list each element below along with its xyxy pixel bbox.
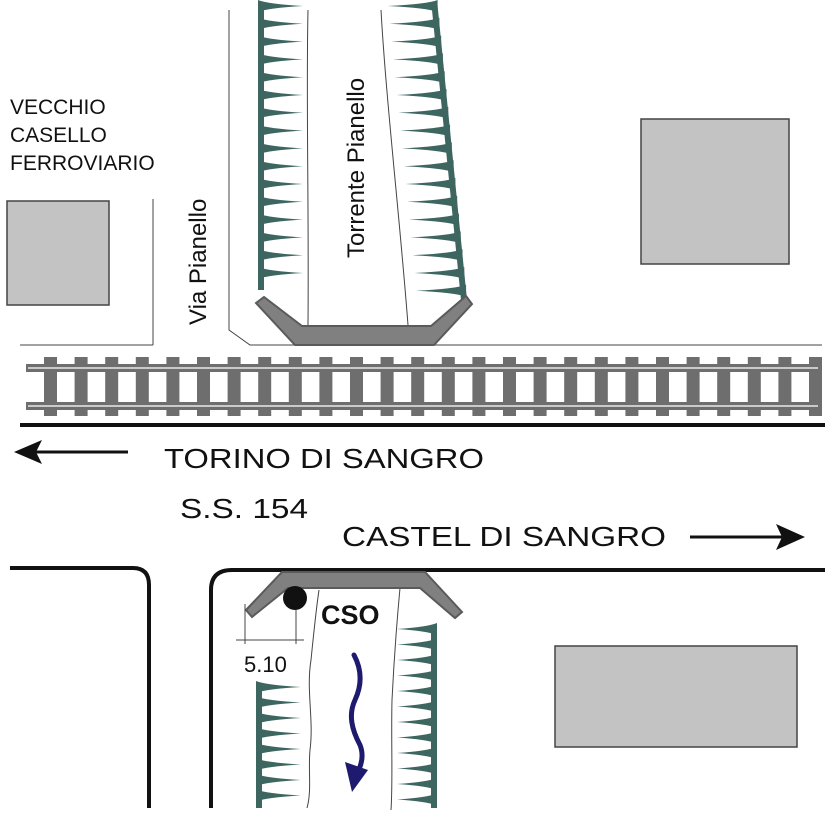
vegetation-tooth bbox=[394, 71, 445, 84]
vegetation-tooth bbox=[256, 789, 301, 802]
stream-bank-east-north bbox=[380, 9, 409, 326]
stream-bank-east-south bbox=[390, 587, 401, 811]
vegetation-tooth bbox=[397, 685, 437, 697]
vegetation-tooth bbox=[397, 716, 437, 728]
vegetation-tooth bbox=[408, 213, 459, 226]
vegetation-tooth bbox=[258, 71, 303, 84]
vegetation-northeast bbox=[387, 0, 467, 300]
vegetation-tooth bbox=[256, 743, 301, 755]
vegetation-tooth bbox=[396, 89, 447, 101]
vegetation-tooth bbox=[258, 231, 303, 244]
vegetation-tooth bbox=[256, 696, 301, 709]
vegetation-tooth bbox=[258, 195, 303, 208]
road-edge-south-east bbox=[209, 568, 825, 808]
vegetation-tooth bbox=[258, 89, 303, 101]
vegetation-tooth bbox=[258, 160, 303, 173]
vegetation-tooth bbox=[256, 681, 301, 693]
vegetation-tooth bbox=[258, 53, 303, 66]
road-edge-south-west bbox=[10, 566, 151, 808]
old-station-label-line3: FERROVIARIO bbox=[10, 152, 155, 175]
vegetation-tooth bbox=[391, 35, 442, 48]
vegetation-tooth bbox=[403, 160, 454, 173]
building-old-station bbox=[6, 200, 110, 306]
dimension-label: 5.10 bbox=[244, 652, 287, 677]
vegetation-tooth bbox=[258, 17, 303, 30]
vegetation-tooth bbox=[397, 700, 437, 713]
vegetation-tooth bbox=[258, 249, 303, 262]
vegetation-tooth bbox=[256, 712, 301, 724]
stream-bank-west-south bbox=[306, 589, 320, 809]
vegetation-tooth bbox=[397, 623, 437, 635]
vegetation-tooth bbox=[258, 0, 303, 12]
vegetation-tooth bbox=[397, 747, 437, 759]
arrow-right-icon bbox=[690, 524, 805, 550]
vegetation-tooth bbox=[397, 778, 437, 790]
street-label: Via Pianello bbox=[185, 199, 212, 325]
stream-label: Torrente Pianello bbox=[343, 78, 370, 258]
flow-direction-icon bbox=[345, 652, 368, 792]
building-northeast bbox=[640, 118, 790, 265]
arrow-left-icon bbox=[14, 440, 128, 464]
vegetation-tooth bbox=[387, 0, 438, 12]
direction-west-label: TORINO DI SANGRO bbox=[164, 443, 484, 474]
vegetation-tooth bbox=[389, 17, 440, 30]
vegetation-tooth bbox=[256, 758, 301, 771]
bridge-south bbox=[244, 571, 464, 620]
vegetation-tooth bbox=[398, 106, 449, 119]
vegetation-northwest bbox=[258, 0, 303, 290]
vegetation-tooth bbox=[397, 654, 437, 666]
building-southeast bbox=[554, 645, 798, 748]
cso-point bbox=[283, 586, 307, 610]
vegetation-tooth bbox=[258, 35, 303, 48]
vegetation-tooth bbox=[400, 124, 451, 137]
vegetation-tooth bbox=[397, 638, 437, 651]
old-station-label-line1: VECCHIO bbox=[10, 96, 106, 119]
vegetation-tooth bbox=[397, 762, 437, 775]
vegetation-tooth bbox=[258, 178, 303, 190]
dimension-marker bbox=[236, 604, 304, 644]
vegetation-tooth bbox=[407, 195, 458, 208]
vegetation-tooth bbox=[397, 793, 437, 806]
vegetation-tooth bbox=[256, 727, 301, 740]
vegetation-tooth bbox=[414, 267, 465, 279]
vegetation-tooth bbox=[405, 178, 456, 190]
vegetation-tooth bbox=[256, 774, 301, 786]
vegetation-tooth bbox=[412, 249, 463, 262]
bridge-north bbox=[254, 294, 474, 346]
vegetation-tooth bbox=[258, 106, 303, 119]
vegetation-tooth bbox=[401, 142, 452, 155]
vegetation-tooth bbox=[392, 53, 443, 66]
vegetation-tooth bbox=[397, 669, 437, 682]
vegetation-tooth bbox=[258, 142, 303, 155]
old-station-label-line2: CASELLO bbox=[10, 124, 107, 147]
cso-label: CSO bbox=[321, 600, 380, 630]
vegetation-tooth bbox=[416, 284, 467, 297]
stream-bank-west-north bbox=[306, 9, 309, 326]
railway-rails bbox=[26, 364, 820, 410]
vegetation-tooth bbox=[397, 731, 437, 744]
vegetation-tooth bbox=[258, 213, 303, 226]
road-name-label: S.S. 154 bbox=[180, 493, 308, 524]
direction-east-label: CASTEL DI SANGRO bbox=[342, 521, 666, 552]
vegetation-southwest bbox=[256, 681, 301, 808]
street-edge-right bbox=[228, 10, 822, 346]
vegetation-tooth bbox=[258, 267, 303, 279]
vegetation-southeast bbox=[397, 623, 437, 808]
vegetation-tooth bbox=[258, 124, 303, 137]
vegetation-tooth bbox=[410, 231, 461, 244]
